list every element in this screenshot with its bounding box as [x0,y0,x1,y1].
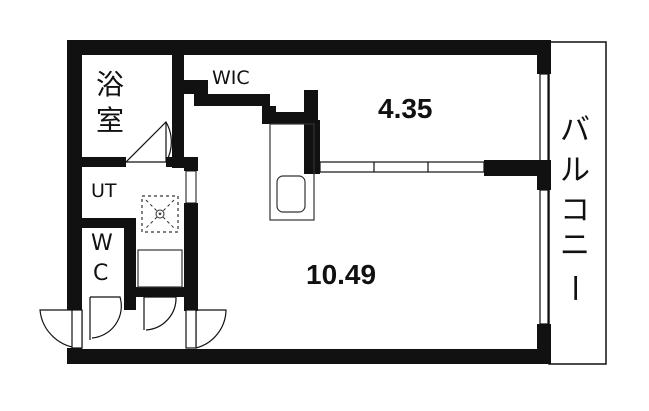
washing-machine-spot [141,195,179,233]
balcony-char-2: ル [560,153,590,188]
balcony-windows [539,73,549,325]
wc-fixtures [137,249,183,288]
doors [39,121,227,349]
interior-walls [78,40,551,311]
wc-label-2: C [93,261,108,286]
bath-label-2: 室 [96,104,124,137]
balcony-char-1: バ [560,113,590,148]
kitchen-counter [269,123,315,221]
sliding-doors [319,161,485,173]
balcony-char-4: ニ [560,228,590,263]
balcony-char-3: コ [560,193,590,228]
bath-label-1: 浴 [96,68,124,101]
western-room-area: 4.35 [378,93,433,124]
wic-label: WIC [212,67,250,89]
balcony-outline [548,41,607,365]
balcony-label: バ ル コ ニ ー [556,113,591,303]
ut-label: UT [91,180,117,202]
balcony-char-5: ー [556,273,591,303]
ut-opening [185,170,197,204]
wc-label-1: W [91,231,113,256]
main-room-area: 10.49 [306,259,376,290]
exterior-walls [67,40,551,364]
